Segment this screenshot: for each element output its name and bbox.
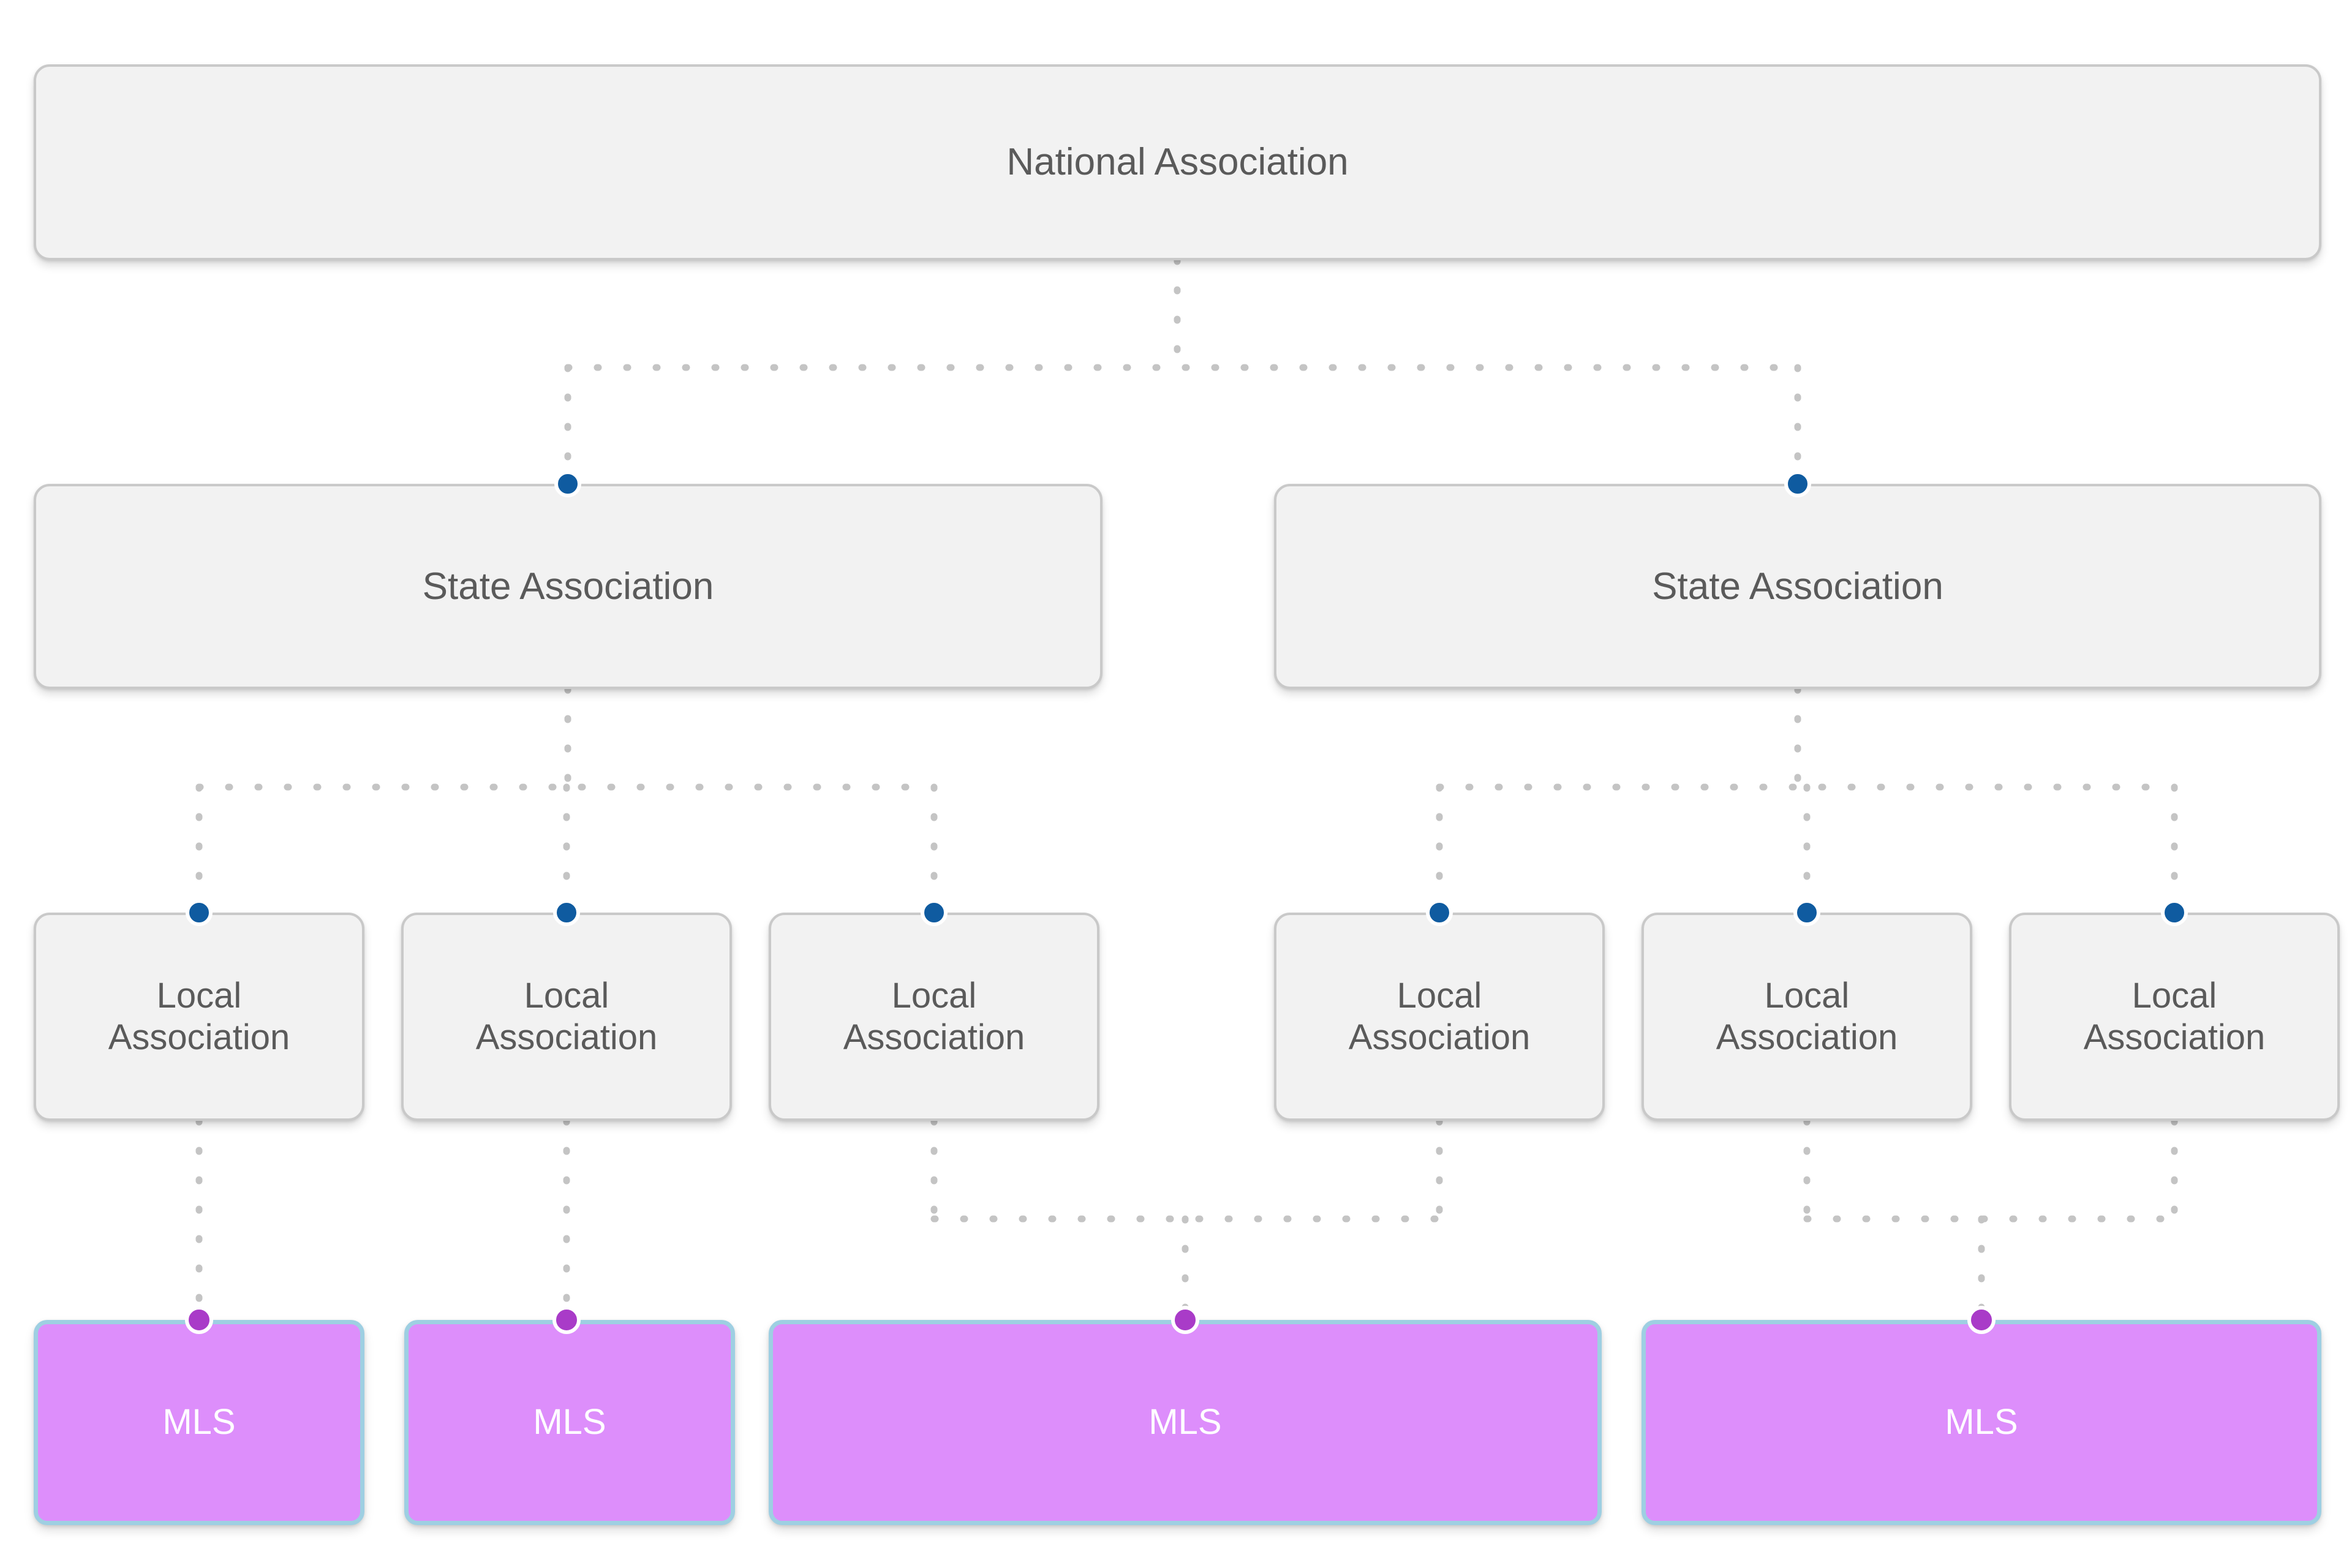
local-association-box[interactable]: Local Association [769, 913, 1099, 1121]
state-association-box-label: State Association [1652, 565, 1943, 608]
national-association-box-label: National Association [1006, 141, 1349, 184]
local-association-box-label: Local Association [2083, 975, 2266, 1057]
state-association-box[interactable]: State Association [34, 484, 1102, 689]
state-association-box[interactable]: State Association [1274, 484, 2321, 689]
mls-box-label: MLS [533, 1402, 606, 1442]
national-association-box[interactable]: National Association [34, 64, 2321, 260]
local-association-box-label: Local Association [1716, 975, 1898, 1057]
association-connector-dot [2161, 899, 2188, 926]
local-association-box-label: Local Association [475, 975, 658, 1057]
association-connector-dot [554, 470, 581, 497]
mls-connector-dot [185, 1306, 213, 1334]
mls-box-label: MLS [1148, 1402, 1222, 1442]
association-connector-dot [186, 899, 213, 926]
mls-connector-dot [552, 1306, 581, 1334]
mls-connector-dot [1967, 1306, 1996, 1334]
association-connector-dot [1784, 470, 1811, 497]
local-association-box[interactable]: Local Association [2009, 913, 2340, 1121]
association-connector-dot [921, 899, 948, 926]
mls-box[interactable]: MLS [769, 1320, 1602, 1525]
association-connector-dot [1793, 899, 1820, 926]
local-association-box[interactable]: Local Association [1274, 913, 1605, 1121]
mls-box[interactable]: MLS [34, 1320, 364, 1525]
local-association-box-label: Local Association [843, 975, 1025, 1057]
mls-box-label: MLS [1945, 1402, 2018, 1442]
mls-box-label: MLS [162, 1402, 236, 1442]
local-association-box-label: Local Association [1348, 975, 1531, 1057]
local-association-box[interactable]: Local Association [34, 913, 364, 1121]
state-association-box-label: State Association [422, 565, 714, 608]
local-association-box[interactable]: Local Association [1642, 913, 1972, 1121]
local-association-box-label: Local Association [108, 975, 290, 1057]
association-connector-dot [553, 899, 580, 926]
mls-connector-dot [1171, 1306, 1199, 1334]
mls-box[interactable]: MLS [404, 1320, 735, 1525]
mls-box[interactable]: MLS [1642, 1320, 2321, 1525]
local-association-box[interactable]: Local Association [401, 913, 732, 1121]
association-connector-dot [1426, 899, 1453, 926]
